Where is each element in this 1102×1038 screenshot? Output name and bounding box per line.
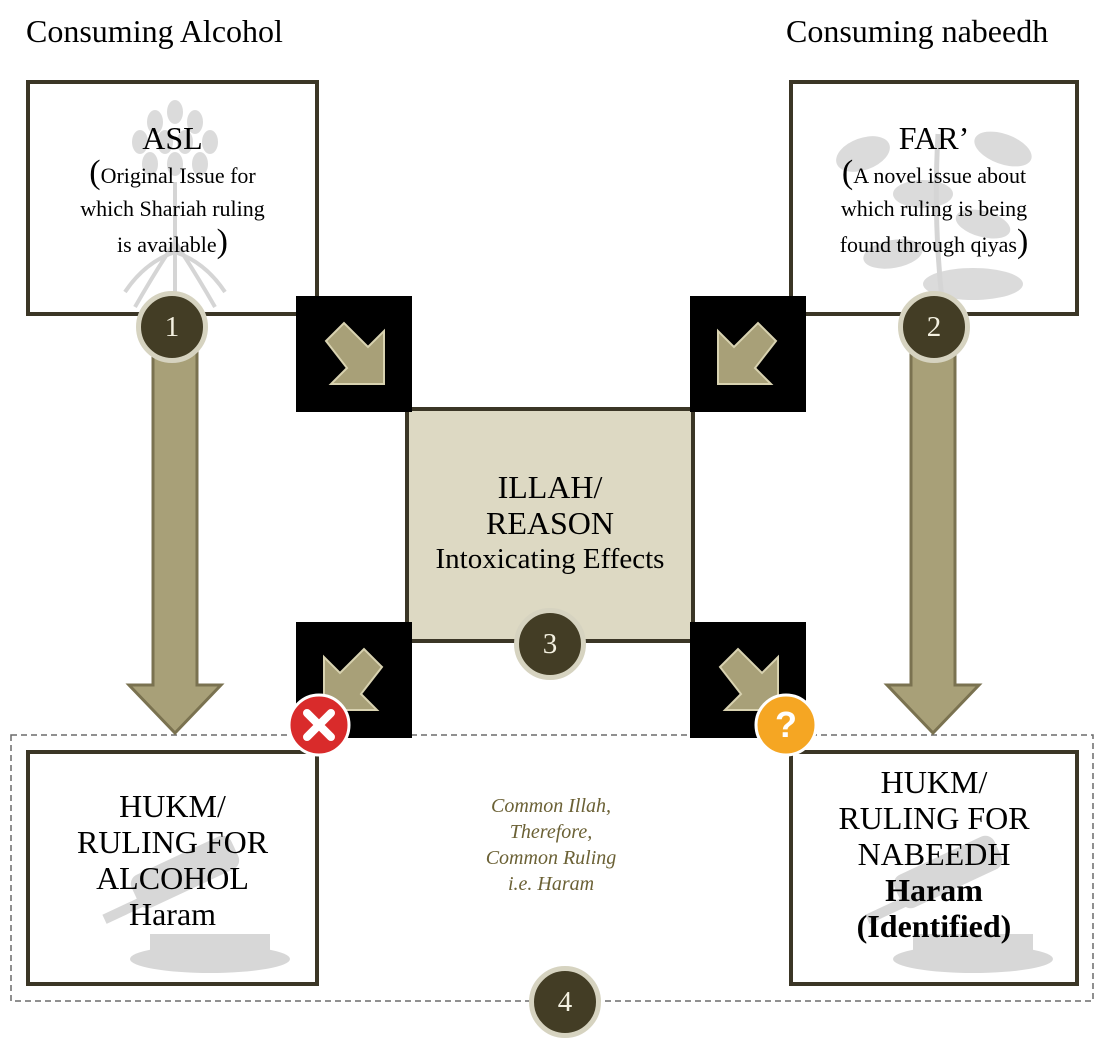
far-line2: which ruling is being — [840, 196, 1028, 221]
hukm-left-line4: Haram — [128, 896, 217, 932]
plant-icon — [836, 131, 1032, 310]
step-badge-1: 1 — [136, 291, 208, 363]
far-line3: found through qiyas — [839, 232, 1017, 257]
svg-text:?: ? — [775, 704, 797, 745]
illah-line1: ILLAH/ — [497, 469, 603, 505]
illah-box: ILLAH/ REASON Intoxicating Effects — [405, 407, 695, 643]
heading-consuming-alcohol: Consuming Alcohol — [26, 13, 283, 49]
arrow-tile-bottom-right — [690, 622, 806, 738]
asl-title: ASL — [142, 120, 203, 156]
hukm-alcohol-box: HUKM/ RULING FOR ALCOHOL Haram — [26, 750, 319, 986]
down-arrow-right — [883, 330, 983, 735]
hukm-left-line1: HUKM/ — [119, 788, 226, 824]
asl-open-paren: ( — [89, 154, 101, 191]
far-title: FAR’ — [898, 120, 970, 156]
arrow-tile-top-right — [690, 296, 806, 412]
down-arrow-left — [125, 330, 225, 735]
asl-line2: which Shariah ruling — [80, 196, 265, 221]
far-open-paren: ( — [841, 154, 854, 191]
far-box: FAR’ (A novel issue about which ruling i… — [789, 80, 1079, 316]
diagonal-arrow-icon — [323, 647, 384, 711]
hukm-right-line5: (Identified) — [856, 908, 1012, 944]
hukm-right-line4: Haram — [885, 872, 983, 908]
hukm-right-line2: RULING FOR — [838, 800, 1030, 836]
far-close-paren: ) — [1016, 223, 1029, 260]
diagonal-arrow-icon — [324, 321, 385, 385]
arrow-tile-bottom-left — [296, 622, 412, 738]
hukm-left-line2: RULING FOR — [76, 824, 269, 860]
hukm-nabeedh-box: HUKM/ RULING FOR NABEEDH Haram (Identifi… — [789, 750, 1079, 986]
common-line4: i.e. Haram — [507, 873, 595, 895]
asl-line1: Original Issue for — [100, 163, 256, 188]
hukm-right-line3: NABEEDH — [857, 836, 1011, 872]
asl-box: ASL (Original Issue for which Shariah ru… — [26, 80, 319, 316]
gavel-icon — [102, 835, 290, 973]
step-badge-4: 4 — [529, 966, 601, 1038]
illah-line2: REASON — [485, 505, 614, 541]
hukm-right-line1: HUKM/ — [880, 764, 988, 800]
step-badge-3: 3 — [514, 608, 586, 680]
x-mark-icon — [287, 693, 351, 757]
diagonal-arrow-icon — [718, 647, 779, 711]
common-illah-note: Common Illah, Therefore, Common Ruling i… — [420, 793, 682, 897]
common-line1: Common Illah, — [491, 795, 611, 817]
tree-icon — [123, 100, 227, 308]
gavel-icon — [865, 835, 1053, 973]
diagonal-arrow-icon — [717, 321, 778, 385]
heading-consuming-nabeedh: Consuming nabeedh — [786, 13, 1049, 49]
common-line3: Common Ruling — [485, 847, 617, 869]
question-mark-icon: ? — [754, 693, 818, 757]
common-line2: Therefore, — [509, 821, 593, 843]
asl-line3: is available — [117, 232, 217, 257]
hukm-left-line3: ALCOHOL — [96, 860, 249, 896]
illah-line3: Intoxicating Effects — [435, 543, 665, 575]
asl-close-paren: ) — [216, 223, 228, 260]
step-badge-2: 2 — [898, 291, 970, 363]
arrow-tile-top-left — [296, 296, 412, 412]
far-line1: A novel issue about — [853, 163, 1027, 188]
